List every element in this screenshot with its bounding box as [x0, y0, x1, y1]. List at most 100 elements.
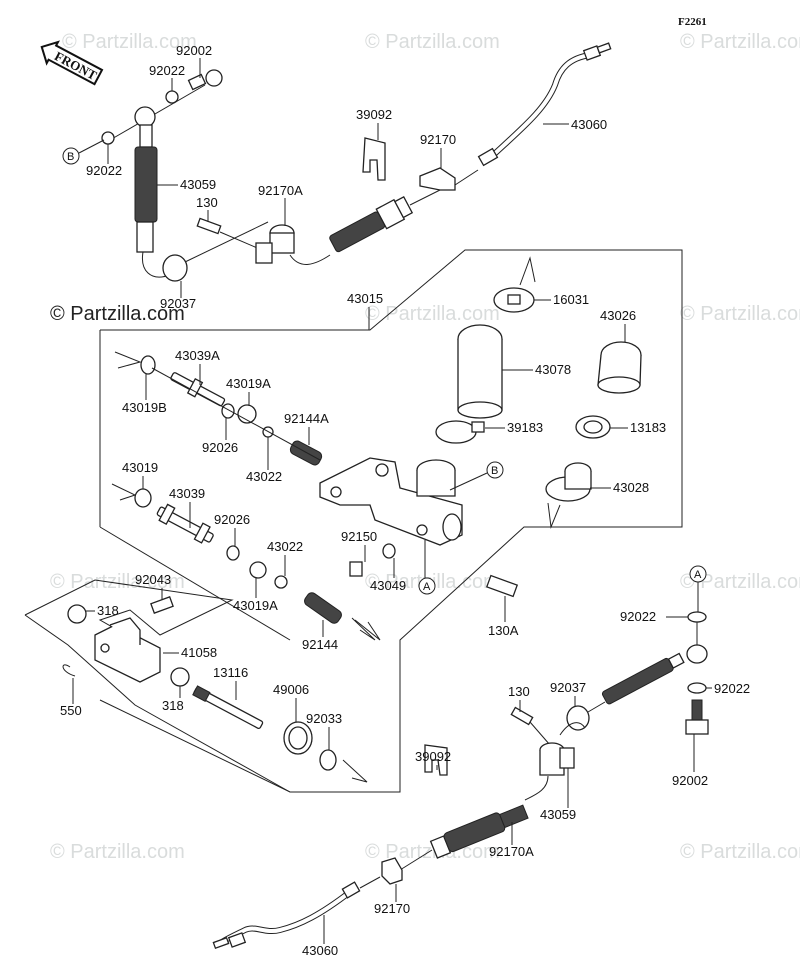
part-label-43019A: 43019A: [233, 598, 278, 613]
part-label-92022: 92022: [149, 63, 185, 78]
part-label-16031: 16031: [553, 292, 589, 307]
bolt-130-top: [196, 217, 222, 235]
grommet-43028: [545, 462, 592, 502]
part-label-43019: 43019: [122, 460, 158, 475]
hose-43059-top: [134, 146, 158, 223]
grommet-92037-low: [566, 705, 590, 731]
part-label-130A: 130A: [488, 623, 519, 638]
part-label-318: 318: [162, 698, 184, 713]
banjo-bolt-92002: [187, 69, 223, 91]
spring-92144: [304, 592, 342, 624]
master-cylinder-body: [319, 457, 463, 546]
pipe-43060-low: [212, 881, 361, 950]
part-label-92144A: 92144A: [284, 411, 329, 426]
ref-marker-b-label: B: [491, 465, 498, 477]
nut-318-low: [170, 667, 190, 687]
piston-43039: [156, 503, 214, 544]
part-label-43015: 43015: [347, 291, 383, 306]
watermark: © Partzilla.com: [50, 303, 185, 325]
part-label-39092: 39092: [415, 749, 451, 764]
master-cylinder-group: 43015 16031 43078 43026 39183 1318: [99, 249, 683, 793]
cup-43019: [134, 488, 152, 508]
part-label-550: 550: [60, 703, 82, 718]
reservoir-43078: [457, 324, 503, 419]
part-label-13183: 13183: [630, 420, 666, 435]
part-label-92170A: 92170A: [258, 183, 303, 198]
watermarks: © Partzilla.com © Partzilla.com © Partzi…: [50, 31, 800, 863]
washer-92022-right-low: [687, 682, 707, 694]
ref-marker-a-label: A: [423, 581, 431, 593]
watermark: © Partzilla.com: [365, 31, 500, 53]
part-label-43026: 43026: [600, 308, 636, 323]
pushrod-group: 92043 318 41058 550 318 13116 49006: [24, 572, 368, 793]
circlip-92033: [319, 749, 337, 771]
part-label-41058: 41058: [181, 645, 217, 660]
part-label-92026: 92026: [202, 440, 238, 455]
bleeder-92150: [349, 561, 363, 577]
pushrod-13116: [192, 685, 264, 730]
clip-39092-top: [362, 137, 386, 181]
part-label-43078: 43078: [535, 362, 571, 377]
watermark: © Partzilla.com: [680, 303, 800, 325]
hose-end: [136, 221, 154, 253]
watermark: © Partzilla.com: [50, 571, 185, 593]
cup-43019A-top: [237, 404, 257, 424]
clamp-92170A-low: [539, 742, 575, 776]
cotter-pin-550: [62, 664, 76, 677]
part-label-43019A: 43019A: [226, 376, 271, 391]
part-label-92150: 92150: [341, 529, 377, 544]
top-labels: 92002 92022 92022 43059 130 92170A 92037…: [86, 43, 607, 311]
part-label-43039: 43039: [169, 486, 205, 501]
cap-43049: [382, 543, 396, 559]
spring-92144A: [289, 440, 323, 466]
part-label-49006: 49006: [273, 682, 309, 697]
clamp-39183: [435, 420, 485, 444]
nut-318-top: [67, 604, 87, 624]
watermark: © Partzilla.com: [680, 31, 800, 53]
part-label-43049: 43049: [370, 578, 406, 593]
part-label-43060: 43060: [302, 943, 338, 958]
part-label-43022: 43022: [267, 539, 303, 554]
ref-marker-b-label: B: [67, 151, 74, 163]
watermark: © Partzilla.com: [680, 841, 800, 863]
part-label-92037: 92037: [550, 680, 586, 695]
washer-92022-right-top: [687, 611, 707, 623]
watermark: © Partzilla.com: [50, 841, 185, 863]
pipe-43060-top: [477, 42, 612, 167]
bracket-92170-low: [381, 857, 403, 885]
nut-43022-low: [274, 575, 288, 589]
part-label-13116: 13116: [213, 665, 248, 680]
bolt-130-low: [510, 706, 534, 726]
washer-92022-left: [101, 131, 115, 145]
figure-code: F2261: [678, 16, 707, 28]
part-label-92022: 92022: [620, 609, 656, 624]
bolt-130A: [485, 574, 519, 598]
part-label-130: 130: [196, 195, 218, 210]
clevis-41058: [94, 617, 161, 683]
part-label-39092: 39092: [356, 107, 392, 122]
part-label-92043: 92043: [135, 572, 171, 587]
watermark: © Partzilla.com: [680, 571, 800, 593]
part-label-92022: 92022: [714, 681, 750, 696]
cup-43019A-low: [249, 561, 267, 579]
part-label-43060: 43060: [571, 117, 607, 132]
part-label-92002: 92002: [672, 773, 708, 788]
washer-92026-low: [226, 545, 240, 561]
clip-39092-low: [424, 744, 448, 776]
part-label-318: 318: [97, 603, 119, 618]
ref-marker-b: [62, 147, 80, 165]
cup-43019B: [140, 355, 156, 375]
bottom-hose-assembly: 130A A 92022 92022 92002 92037 130: [212, 565, 750, 958]
part-label-92037: 92037: [160, 296, 196, 311]
grommet-92037-top: [162, 254, 188, 282]
part-label-92026: 92026: [214, 512, 250, 527]
hose-protector-top: [329, 195, 414, 253]
reservoir-cap-43026: [597, 341, 642, 394]
part-label-92170: 92170: [420, 132, 456, 147]
boot-49006: [283, 721, 313, 755]
banjo-bolt-92002-low: [685, 699, 709, 735]
part-label-92170: 92170: [374, 901, 410, 916]
watermark: © Partzilla.com: [62, 31, 197, 53]
hose-43059-low: [429, 804, 529, 859]
